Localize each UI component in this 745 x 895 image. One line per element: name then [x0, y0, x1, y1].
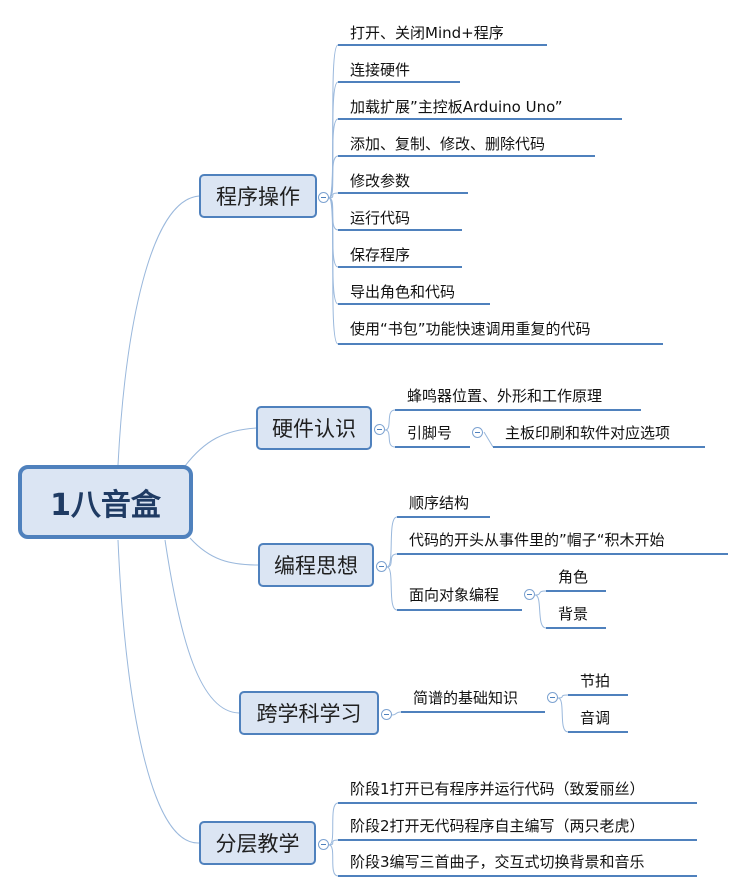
leaf-stage-1[interactable]: 阶段1打开已有程序并运行代码（致爱丽丝）	[350, 780, 645, 798]
root-connector	[164, 539, 240, 714]
branch-connector	[557, 694, 569, 699]
branch-connector	[328, 197, 339, 268]
root-connector	[184, 427, 257, 467]
leaf-pin-number[interactable]: 引脚号	[407, 424, 453, 442]
branch-connector	[328, 802, 339, 846]
branch-connector	[328, 118, 339, 199]
branch-connector	[384, 409, 396, 431]
collapse-toggle-icon[interactable]	[318, 192, 329, 203]
branch-connector	[386, 553, 398, 568]
branch-connector	[534, 594, 547, 629]
leaf-stage-3[interactable]: 阶段3编写三首曲子，交互式切换背景和音乐	[350, 853, 645, 871]
branch-connector	[391, 711, 402, 716]
branch-connector	[534, 590, 547, 596]
branch-programming-thinking[interactable]: 编程思想	[258, 543, 374, 587]
leaf-open-close-program[interactable]: 打开、关闭Mind+程序	[350, 24, 504, 42]
root-connector	[117, 195, 200, 466]
collapse-toggle-icon[interactable]	[374, 424, 385, 435]
leaf-edit-code[interactable]: 添加、复制、修改、删除代码	[350, 135, 546, 153]
branch-connector	[328, 844, 339, 877]
leaf-board-print-options[interactable]: 主板印刷和软件对应选项	[505, 424, 671, 442]
leaf-export-sprite-code[interactable]: 导出角色和代码	[350, 283, 456, 301]
leaf-modify-params[interactable]: 修改参数	[350, 172, 411, 190]
leaf-backdrop[interactable]: 背景	[558, 605, 589, 623]
leaf-buzzer[interactable]: 蜂鸣器位置、外形和工作原理	[407, 387, 603, 405]
root-connector	[117, 539, 200, 844]
leaf-load-extension[interactable]: 加载扩展”主控板Arduino Uno”	[350, 98, 563, 116]
leaf-object-oriented[interactable]: 面向对象编程	[409, 586, 500, 604]
collapse-toggle-icon[interactable]	[472, 427, 483, 438]
root-node[interactable]: 1八音盒	[18, 465, 193, 539]
branch-tiered-teaching[interactable]: 分层教学	[199, 821, 316, 865]
branch-connector	[386, 516, 398, 568]
branch-connector	[328, 44, 339, 199]
leaf-pitch[interactable]: 音调	[580, 709, 611, 727]
branch-connector	[384, 429, 396, 448]
branch-connector	[386, 566, 398, 611]
leaf-beat[interactable]: 节拍	[580, 672, 611, 690]
collapse-toggle-icon[interactable]	[318, 839, 329, 850]
branch-connector	[328, 192, 339, 199]
collapse-toggle-icon[interactable]	[376, 561, 387, 572]
leaf-sprite[interactable]: 角色	[558, 568, 589, 586]
branch-connector	[557, 697, 569, 733]
branch-connector	[328, 197, 339, 231]
leaf-backpack-reuse[interactable]: 使用“书包”功能快速调用重复的代码	[350, 320, 591, 338]
leaf-run-code[interactable]: 运行代码	[350, 209, 411, 227]
leaf-connect-hardware[interactable]: 连接硬件	[350, 61, 411, 79]
collapse-toggle-icon[interactable]	[524, 589, 535, 600]
leaf-sequence-structure[interactable]: 顺序结构	[409, 494, 470, 512]
collapse-toggle-icon[interactable]	[547, 692, 558, 703]
branch-connector	[328, 839, 339, 846]
collapse-toggle-icon[interactable]	[381, 709, 392, 720]
leaf-hat-block-start[interactable]: 代码的开头从事件里的”帽子“积木开始	[409, 531, 665, 549]
branch-interdisciplinary[interactable]: 跨学科学习	[239, 691, 379, 735]
root-connector	[189, 537, 259, 566]
leaf-notation-basics[interactable]: 简谱的基础知识	[413, 689, 519, 707]
branch-program-operation[interactable]: 程序操作	[199, 174, 317, 218]
branch-connector	[328, 155, 339, 199]
branch-connector	[328, 197, 339, 345]
leaf-save-program[interactable]: 保存程序	[350, 246, 411, 264]
branch-connector	[483, 431, 494, 448]
leaf-stage-2[interactable]: 阶段2打开无代码程序自主编写（两只老虎）	[350, 817, 645, 835]
branch-hardware-knowledge[interactable]: 硬件认识	[256, 406, 372, 450]
